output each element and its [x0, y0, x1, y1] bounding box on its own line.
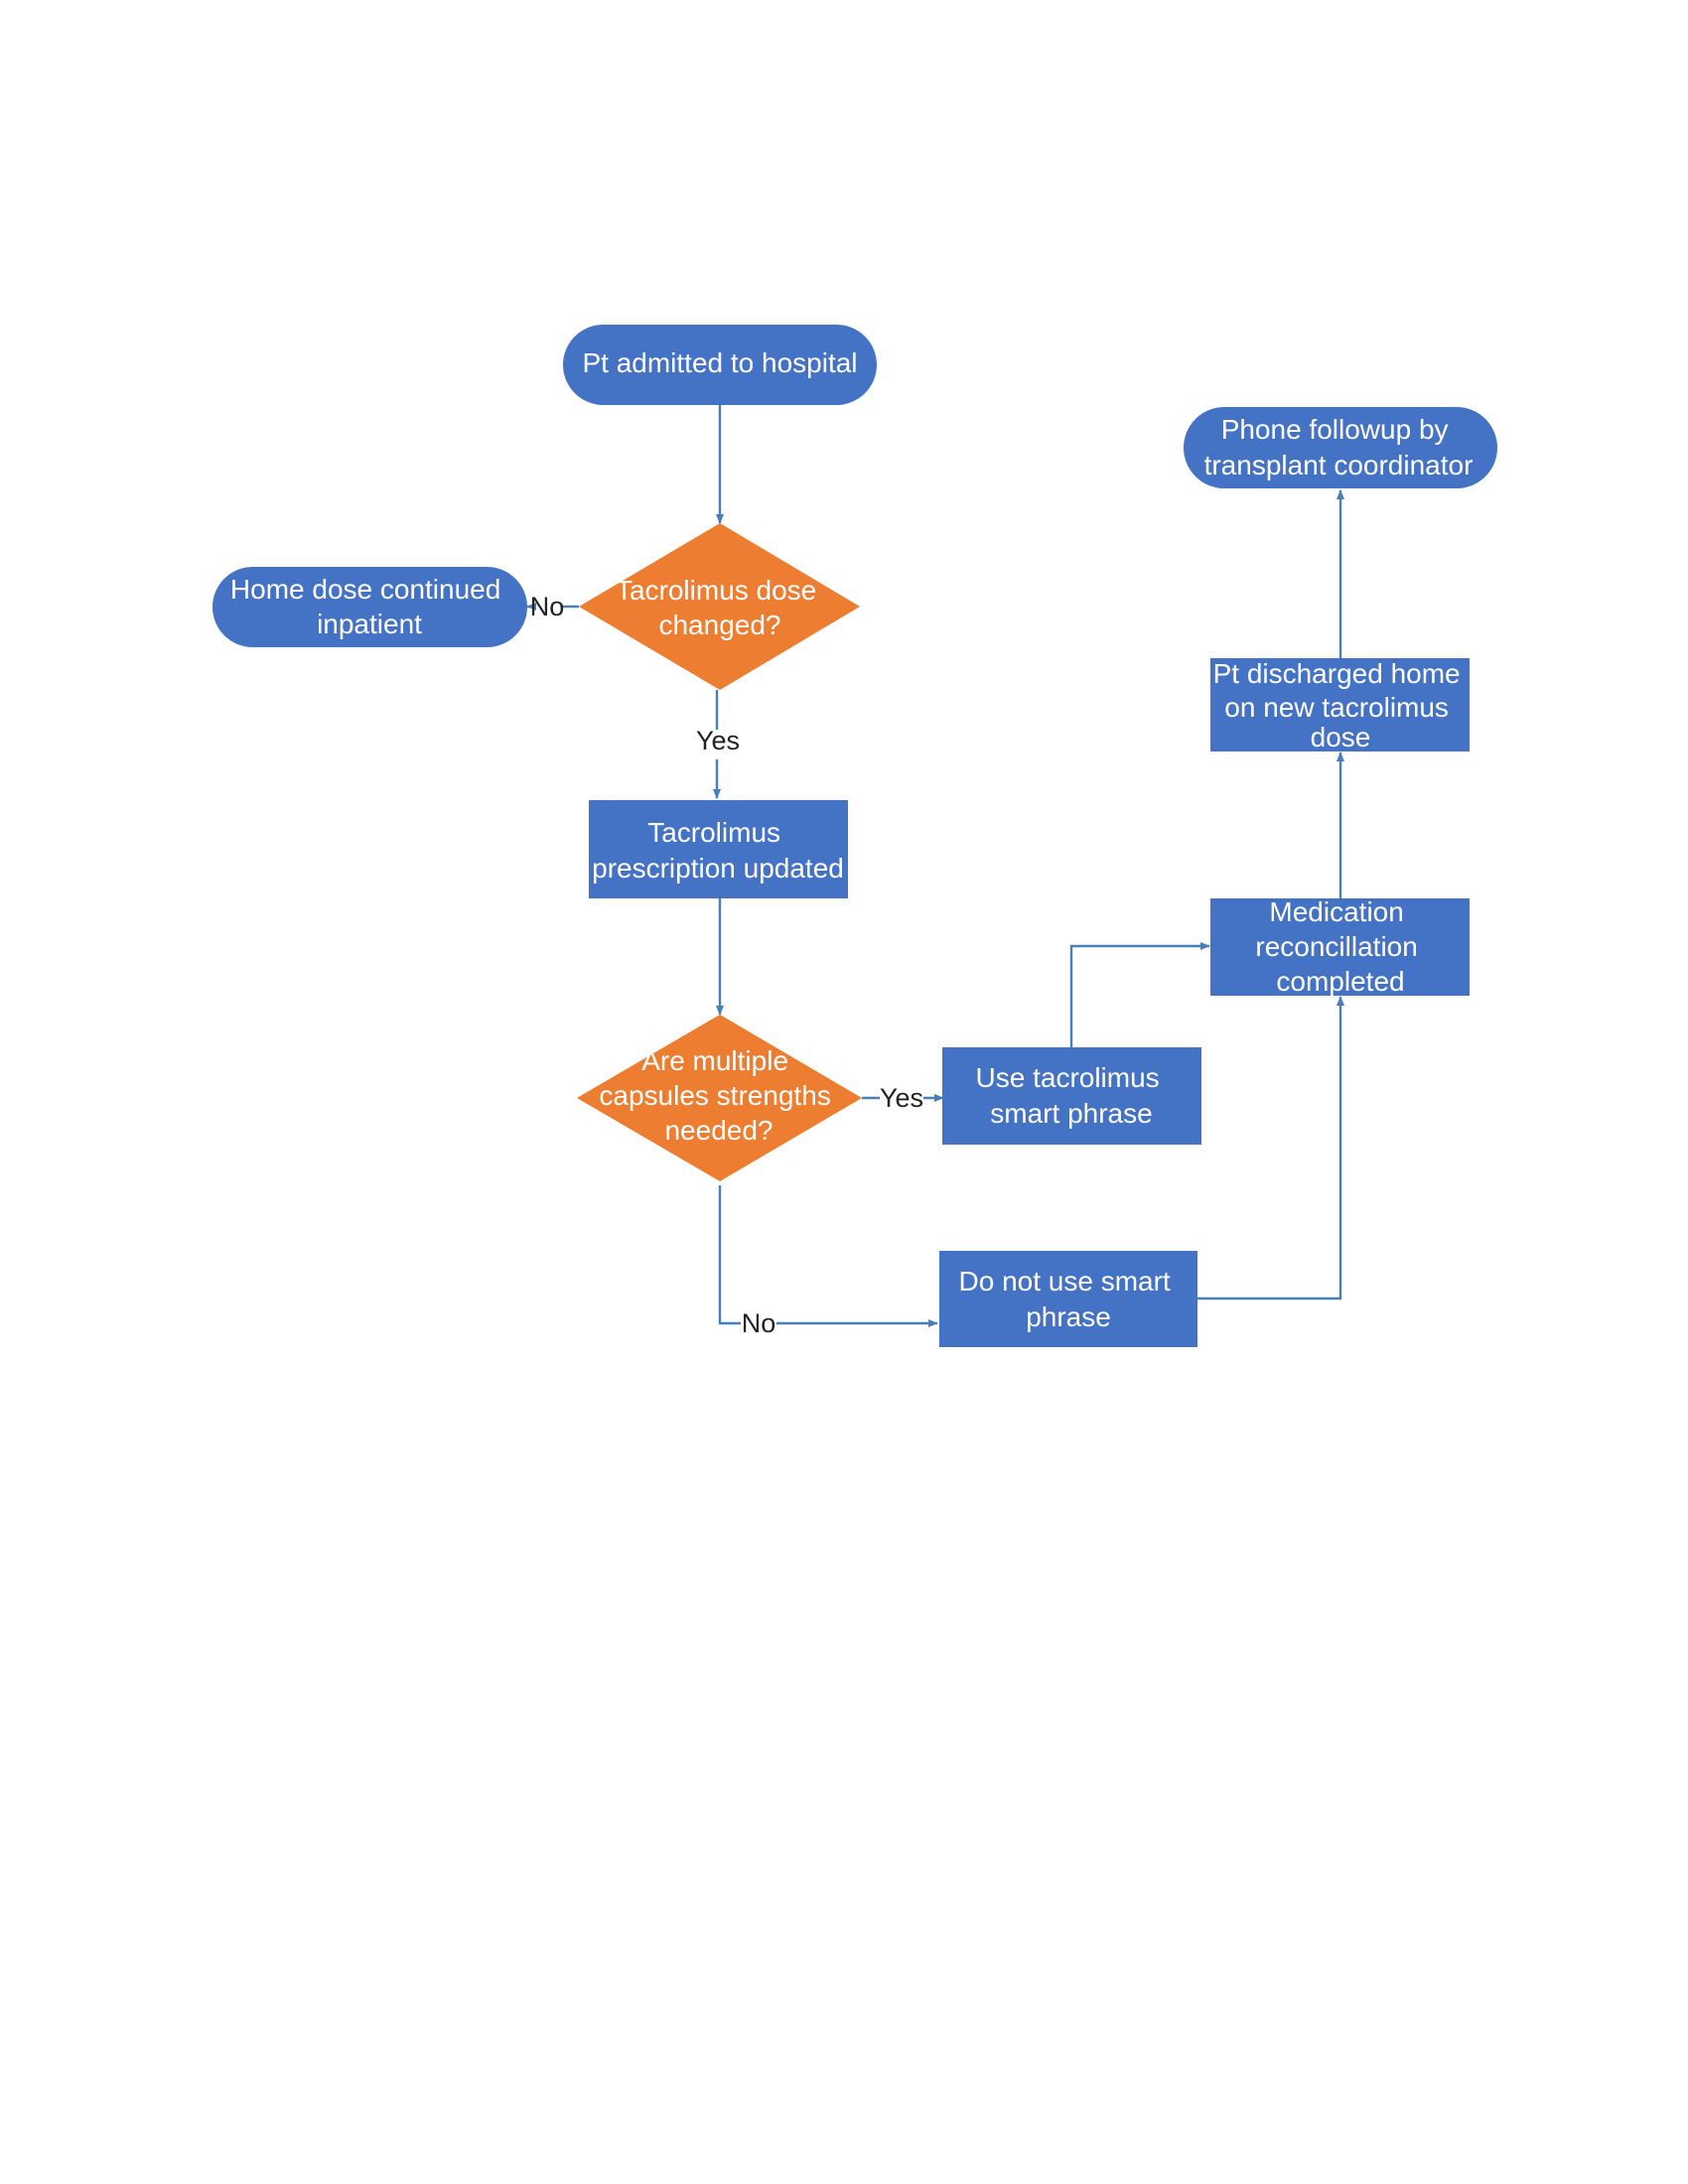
process-shape [942, 1047, 1201, 1145]
terminal-shape [212, 567, 527, 647]
node-label-line: phrase [1026, 1301, 1111, 1332]
process-shape [939, 1251, 1197, 1347]
node-label-line: Use tacrolimus [976, 1062, 1160, 1093]
node-label-line: Are multiple [641, 1045, 788, 1076]
edge-no-phrase-to-med-rec [1197, 996, 1344, 1300]
edge-use-phrase-to-med-rec [1069, 942, 1210, 1047]
node-label: Are multiple capsules strengths needed? [599, 1045, 838, 1146]
node-label-line: Tacrolimus dose [616, 575, 816, 606]
edge-label-no-no-phrase: No [742, 1308, 776, 1338]
node-pt-admitted: Pt admitted to hospital [563, 325, 877, 405]
node-label-line: reconcillation [1255, 931, 1417, 962]
node-label: Tacrolimus prescription updated [592, 817, 844, 884]
node-label-line: Phone followup by [1221, 414, 1449, 445]
decision-multiple-capsule-strengths: Are multiple capsules strengths needed? [577, 1015, 862, 1181]
node-label-line: Do not use smart [959, 1266, 1171, 1297]
node-label-line: transplant coordinator [1204, 450, 1474, 480]
decision-diamond [577, 1015, 862, 1181]
edge-labels: No Yes Yes No [530, 592, 923, 1338]
edge-label-yes-use-phrase: Yes [880, 1083, 923, 1113]
node-label: Use tacrolimus smart phrase [976, 1062, 1168, 1129]
process-shape [1210, 898, 1470, 996]
node-label-line: on new tacrolimus [1224, 692, 1449, 723]
terminal-shape [1184, 407, 1497, 488]
decision-tacrolimus-dose-changed: Tacrolimus dose changed? [579, 523, 860, 690]
node-label-line: completed [1276, 966, 1404, 997]
terminal-shape [563, 325, 877, 405]
node-use-tacrolimus-smart-phrase: Use tacrolimus smart phrase [942, 1047, 1201, 1145]
node-label: Pt admitted to hospital [582, 347, 857, 378]
process-shape [589, 800, 848, 898]
node-label: Medication reconcillation completed [1255, 896, 1425, 997]
connectors [526, 405, 1344, 1327]
edge-label-yes-rx-updated: Yes [696, 726, 740, 755]
node-label: Do not use smart phrase [959, 1266, 1179, 1332]
edge-capsules-question-to-no-phrase-left [718, 1185, 741, 1325]
node-label-line: capsules strengths [599, 1080, 830, 1111]
node-label: Home dose continued inpatient [230, 574, 508, 639]
node-do-not-use-smart-phrase: Do not use smart phrase [939, 1251, 1197, 1347]
node-label-line: prescription updated [592, 853, 844, 884]
node-label-line: dose [1311, 722, 1371, 752]
node-label-line: Medication [1269, 896, 1403, 927]
node-label-line: smart phrase [990, 1098, 1152, 1129]
node-pt-discharged-home: Pt discharged home on new tacrolimus dos… [1210, 658, 1470, 752]
node-label: Tacrolimus dose changed? [616, 575, 824, 640]
node-label-line: Home dose continued [230, 574, 500, 605]
node-medication-reconcillation-completed: Medication reconcillation completed [1210, 896, 1470, 997]
node-label-line: inpatient [317, 609, 422, 639]
process-shape [1210, 658, 1470, 751]
node-label-line: Tacrolimus [647, 817, 780, 848]
node-phone-followup: Phone followup by transplant coordinator [1184, 407, 1497, 488]
node-tacrolimus-prescription-updated: Tacrolimus prescription updated [589, 800, 848, 898]
edge-label-no-home-dose: No [530, 592, 565, 621]
node-home-dose-continued: Home dose continued inpatient [212, 567, 527, 647]
node-label-line: Pt discharged home [1213, 658, 1461, 689]
node-label-line: needed? [664, 1115, 773, 1146]
node-label: Pt discharged home on new tacrolimus dos… [1213, 658, 1469, 752]
node-label-line: changed? [658, 610, 780, 640]
node-label-line: Pt admitted to hospital [582, 347, 857, 378]
decision-diamond [579, 523, 860, 690]
node-label: Phone followup by transplant coordinator [1204, 414, 1474, 480]
